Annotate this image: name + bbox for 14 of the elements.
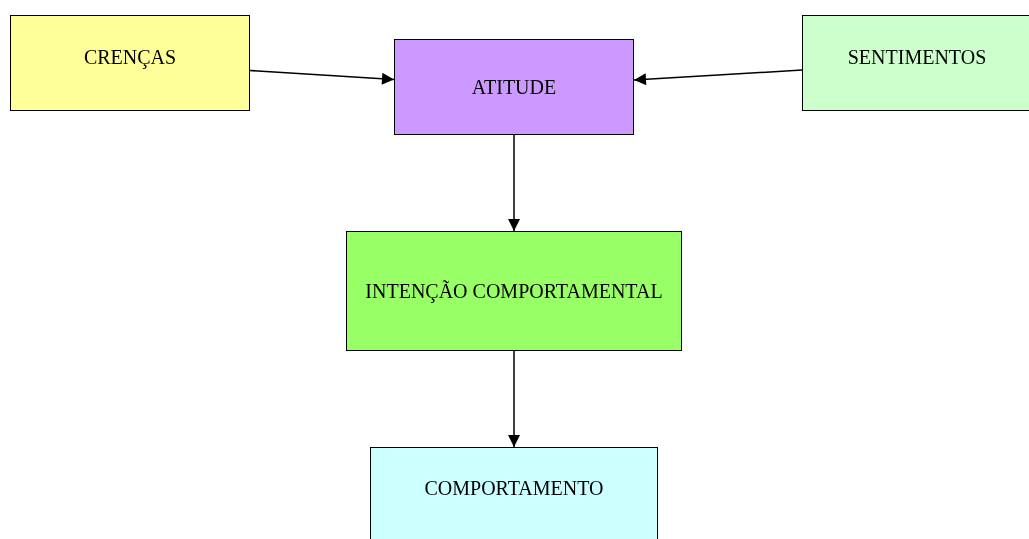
concept-label: ATITUDE bbox=[471, 75, 557, 100]
arrow bbox=[633, 69, 803, 86]
concept-box bbox=[10, 15, 250, 111]
concept-box bbox=[370, 447, 658, 539]
concept-box bbox=[802, 15, 1029, 111]
arrow bbox=[508, 134, 520, 232]
concept-label: CRENÇAS bbox=[83, 45, 177, 71]
arrow bbox=[249, 69, 395, 85]
concept-label: SENTIMENTOS bbox=[847, 45, 987, 70]
arrow bbox=[508, 350, 520, 448]
concept-box bbox=[394, 39, 634, 135]
concept-box bbox=[346, 231, 682, 351]
concept-label: INTENÇÃO COMPORTAMENTAL bbox=[365, 279, 663, 305]
concept-label: COMPORTAMENTO bbox=[424, 476, 604, 501]
